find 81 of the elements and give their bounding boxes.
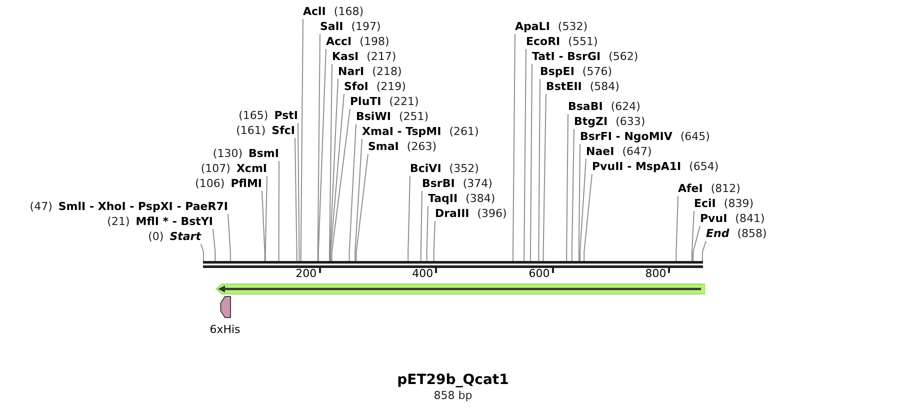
site-label: SmaI (263) — [368, 140, 436, 154]
leader-line — [524, 48, 526, 262]
site-label: TatI - BsrGI (562) — [532, 50, 638, 64]
map-caption: 858 bp — [434, 389, 472, 402]
leader-line — [426, 206, 428, 262]
feature-label: 6xHis — [208, 323, 242, 336]
leader-line — [264, 176, 268, 262]
site-label: XmaI - TspMI (261) — [362, 125, 479, 139]
leader-line — [212, 228, 216, 262]
leader-line — [278, 160, 280, 262]
site-label: BsrFI - NgoMIV (645) — [580, 130, 710, 144]
leader-line — [317, 34, 320, 262]
site-label: (165) PstI — [238, 109, 298, 123]
site-label: BsrBI (374) — [422, 177, 492, 191]
site-label: TaqII (384) — [428, 192, 496, 206]
leader-line — [356, 154, 368, 262]
site-label: NarI (218) — [338, 65, 402, 79]
tick-label: 400 — [412, 267, 434, 280]
site-label: (0) Start — [148, 230, 201, 244]
site-label: AfeI (812) — [678, 182, 740, 196]
site-label: BsiWI (251) — [356, 110, 429, 124]
site-label: BtgZI (633) — [574, 115, 646, 129]
site-label: NaeI (647) — [586, 145, 652, 159]
leader-line — [228, 214, 231, 262]
site-label: AclI (168) — [303, 5, 364, 19]
leader-line — [530, 64, 532, 262]
site-label: End (858) — [706, 227, 767, 241]
leader-line — [330, 78, 338, 262]
site-label: EciI (839) — [694, 197, 754, 211]
leader-line — [580, 158, 586, 262]
leader-line — [298, 122, 300, 262]
leader-line — [300, 18, 304, 262]
leader-line — [691, 210, 694, 262]
site-label: KasI (217) — [332, 50, 396, 64]
leader-line — [329, 64, 332, 262]
leader-line — [538, 78, 540, 262]
leader-line — [200, 244, 204, 262]
leader-line — [676, 196, 678, 262]
site-label: DraIII (396) — [435, 207, 507, 221]
site-label: (47) SmlI - XhoI - PspXI - PaeR7I — [30, 200, 228, 214]
sequence-line — [203, 261, 703, 268]
leader-line — [692, 226, 700, 262]
leader-line — [578, 144, 580, 262]
leader-line — [330, 94, 344, 262]
leader-line — [420, 190, 422, 262]
site-label: BstEII (584) — [546, 80, 620, 94]
leader-line — [331, 108, 350, 262]
tick-label: 800 — [645, 267, 666, 280]
site-label: BspEI (576) — [540, 65, 612, 79]
site-label: BciVI (352) — [410, 162, 479, 176]
site-label: SalI (197) — [320, 20, 381, 34]
site-label: (106) PflMI — [195, 177, 262, 191]
leader-line — [354, 138, 362, 262]
site-label: (107) XcmI — [200, 162, 267, 176]
site-label: (130) BsmI — [212, 147, 279, 161]
site-label: AccI (198) — [326, 35, 390, 49]
site-label: EcoRI (551) — [526, 35, 598, 49]
leader-line — [318, 48, 326, 262]
leader-line — [512, 34, 516, 262]
site-label: BsaBI (624) — [568, 100, 640, 114]
map-title: pET29b_Qcat1 — [397, 372, 509, 388]
site-label: PvuII - MspA1I (654) — [592, 160, 719, 174]
site-label: (161) SfcI — [236, 124, 295, 138]
site-label: SfoI (219) — [344, 80, 406, 94]
leader-line — [408, 176, 410, 262]
leader-line — [571, 128, 574, 262]
leader-line — [348, 124, 356, 262]
leader-line — [433, 220, 436, 262]
site-label: ApaLI (532) — [515, 20, 588, 34]
tick-label: 600 — [528, 267, 550, 280]
leader-line — [584, 174, 592, 262]
site-label: PluTI (221) — [350, 95, 419, 109]
leader-line — [294, 138, 298, 262]
site-label: (21) MflI * - BstYI — [107, 215, 213, 229]
tick-label: 200 — [296, 267, 317, 280]
leader-line — [566, 114, 568, 262]
feature-band — [216, 283, 705, 295]
site-label: PvuI (841) — [700, 212, 765, 226]
leader-line — [702, 240, 706, 262]
leader-line — [542, 94, 546, 262]
leader-line — [262, 190, 266, 262]
